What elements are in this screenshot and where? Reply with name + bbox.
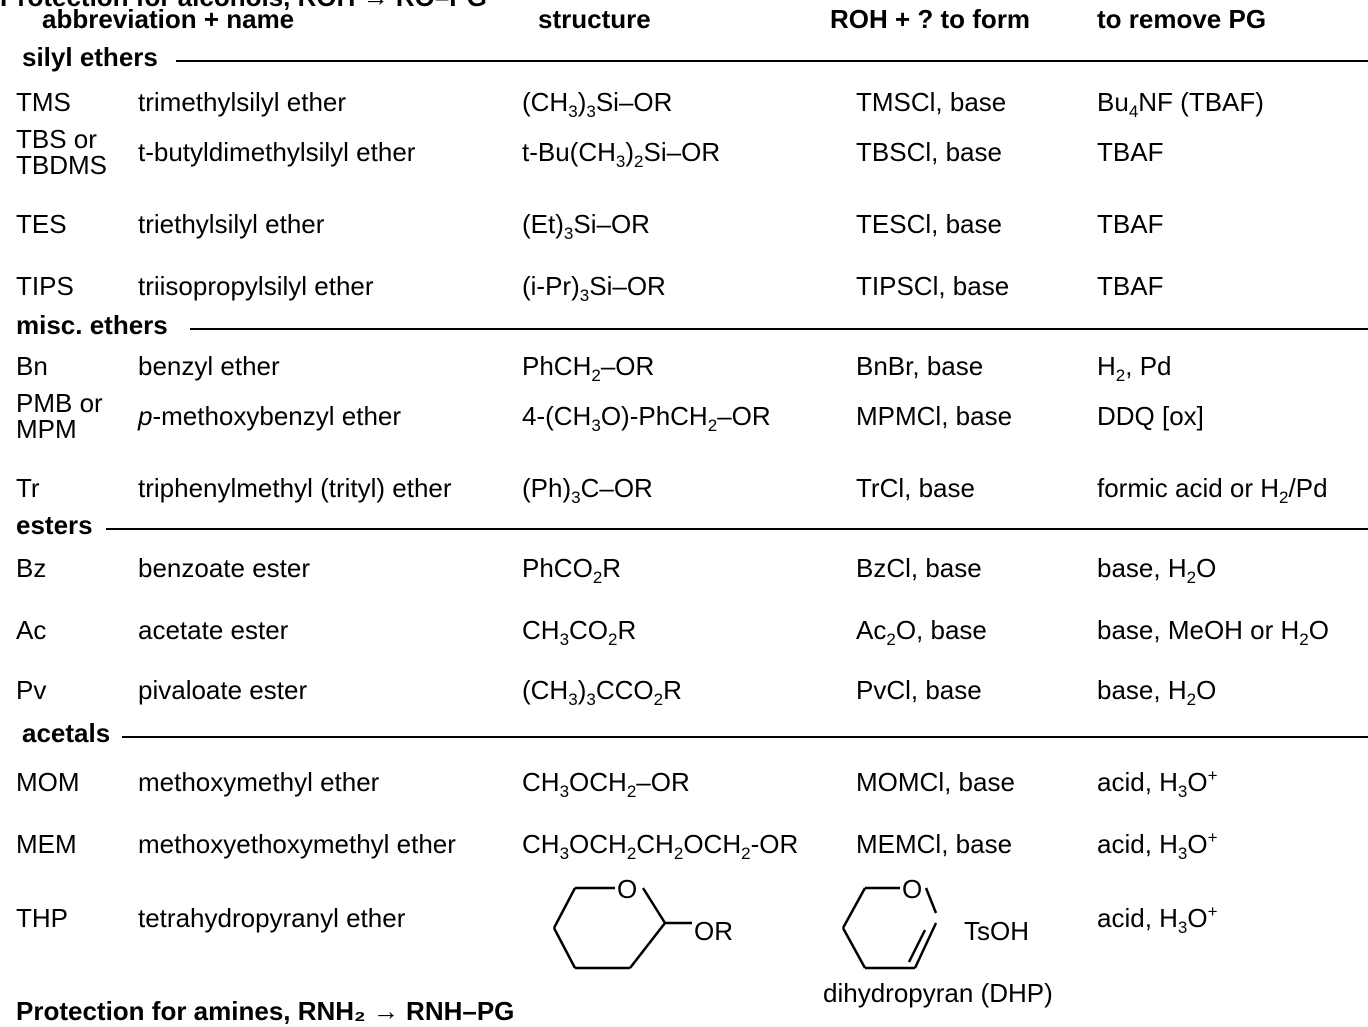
table-cell-structure: (CH3)3Si–OR — [522, 87, 673, 121]
section-divider — [106, 528, 1368, 530]
table-cell-form: Ac2O, base — [856, 615, 987, 649]
thp-ring-oxygen: O — [617, 874, 637, 904]
table-cell-name: acetate ester — [138, 615, 289, 645]
dhp-ring-icon — [841, 886, 938, 970]
table-cell-form: TESCl, base — [856, 209, 1002, 239]
section-title: silyl ethers — [22, 42, 158, 72]
table-cell-name: pivaloate ester — [138, 675, 308, 705]
table-cell-name: triethylsilyl ether — [138, 209, 325, 239]
table-cell-structure: PhCO2R — [522, 553, 622, 587]
table-cell-remove: base, MeOH or H2O — [1097, 615, 1329, 649]
table-cell-remove: Bu4NF (TBAF) — [1097, 87, 1264, 121]
tsoh-label: TsOH — [964, 916, 1029, 946]
table-cell-abbr: Bz — [16, 553, 47, 583]
section-title: acetals — [22, 718, 111, 748]
table-cell-structure: (Ph)3C–OR — [522, 473, 653, 507]
section-title: misc. ethers — [16, 310, 168, 340]
header-remove: to remove PG — [1097, 4, 1267, 34]
table-cell-abbr: Bn — [16, 351, 48, 381]
table-cell-structure: CH3CO2R — [522, 615, 637, 649]
table-cell-form: MPMCl, base — [856, 401, 1013, 431]
section-divider — [190, 328, 1368, 330]
header-structure: structure — [538, 4, 651, 34]
table-cell-structure: 4-(CH3O)-PhCH2–OR — [522, 401, 771, 435]
dhp-label: dihydropyran (DHP) — [823, 978, 1053, 1008]
table-cell-name: t-butyldimethylsilyl ether — [138, 137, 416, 167]
table-cell-form: MEMCl, base — [856, 829, 1013, 859]
table-cell-structure: (Et)3Si–OR — [522, 209, 650, 243]
table-cell-remove: TBAF — [1097, 137, 1164, 167]
thp-structure-diagram: O OR O TsOH — [552, 874, 1029, 970]
table-cell-structure: PhCH2–OR — [522, 351, 655, 385]
table-cell-abbr: MEM — [16, 829, 77, 859]
table-cell-remove: base, H2O — [1097, 675, 1217, 709]
header-name: abbreviation + name — [42, 4, 295, 34]
section-title: esters — [16, 510, 93, 540]
header-form: ROH + ? to form — [830, 4, 1031, 34]
table-cell-form: PvCl, base — [856, 675, 982, 705]
table-cell-remove: TBAF — [1097, 209, 1164, 239]
table-cell-abbr: Tr — [16, 473, 40, 503]
amines-section-title: Protection for amines, RNH₂ → RNH–PG — [16, 996, 515, 1026]
table-cell-name: tetrahydropyranyl ether — [138, 903, 406, 933]
table-cell-structure: (CH3)3CCO2R — [522, 675, 682, 709]
dhp-ring-oxygen: O — [902, 874, 922, 904]
table-cell-name: benzyl ether — [138, 351, 280, 381]
page-title: Protection for alcohols, ROH → RO–PG — [0, 0, 487, 13]
table-cell-remove: DDQ [ox] — [1097, 401, 1204, 431]
thp-ring-icon — [552, 886, 692, 970]
table-cell-form: MOMCl, base — [856, 767, 1015, 797]
thp-or-label: OR — [694, 916, 733, 946]
section-divider — [176, 60, 1368, 62]
section-divider — [122, 736, 1368, 738]
table-cell-name: methoxyethoxymethyl ether — [138, 829, 456, 859]
table-cell-abbr: TIPS — [16, 271, 74, 301]
table-cell-form: TMSCl, base — [856, 87, 1007, 117]
table-cell-name: benzoate ester — [138, 553, 311, 583]
table-cell-form: TrCl, base — [856, 473, 975, 503]
table-cell-form: TIPSCl, base — [856, 271, 1010, 301]
table-cell-abbr: Pv — [16, 675, 47, 705]
table-cell-abbr: TMS — [16, 87, 71, 117]
table-cell-abbr: THP — [16, 903, 68, 933]
table-cell-structure: (i-Pr)3Si–OR — [522, 271, 666, 305]
table-cell-remove: acid, H3O+ — [1097, 766, 1218, 801]
table-cell-remove: TBAF — [1097, 271, 1164, 301]
table-cell-structure: CH3OCH2CH2OCH2-OR — [522, 829, 799, 863]
table-cell-name: triisopropylsilyl ether — [138, 271, 374, 301]
table-cell-name: trimethylsilyl ether — [138, 87, 347, 117]
table-cell-abbr: Ac — [16, 615, 47, 645]
table-cell-name: methoxymethyl ether — [138, 767, 380, 797]
table-cell-remove: base, H2O — [1097, 553, 1217, 587]
table-cell-remove: acid, H3O+ — [1097, 902, 1218, 937]
table-cell-remove: H2, Pd — [1097, 351, 1172, 385]
table-cell-remove: formic acid or H2/Pd — [1097, 473, 1328, 507]
table-cell-form: TBSCl, base — [856, 137, 1002, 167]
table-cell-abbr: TES — [16, 209, 67, 239]
table-cell-abbr: MOM — [16, 767, 80, 797]
table-cell-name: triphenylmethyl (trityl) ether — [138, 473, 452, 503]
table-cell-structure: t-Bu(CH3)2Si–OR — [522, 137, 721, 171]
table-cell-structure: CH3OCH2–OR — [522, 767, 690, 801]
table-cell-name: p-methoxybenzyl ether — [138, 401, 402, 431]
table-cell-remove: acid, H3O+ — [1097, 828, 1218, 863]
table-cell-form: BnBr, base — [856, 351, 984, 381]
table-cell-form: BzCl, base — [856, 553, 982, 583]
